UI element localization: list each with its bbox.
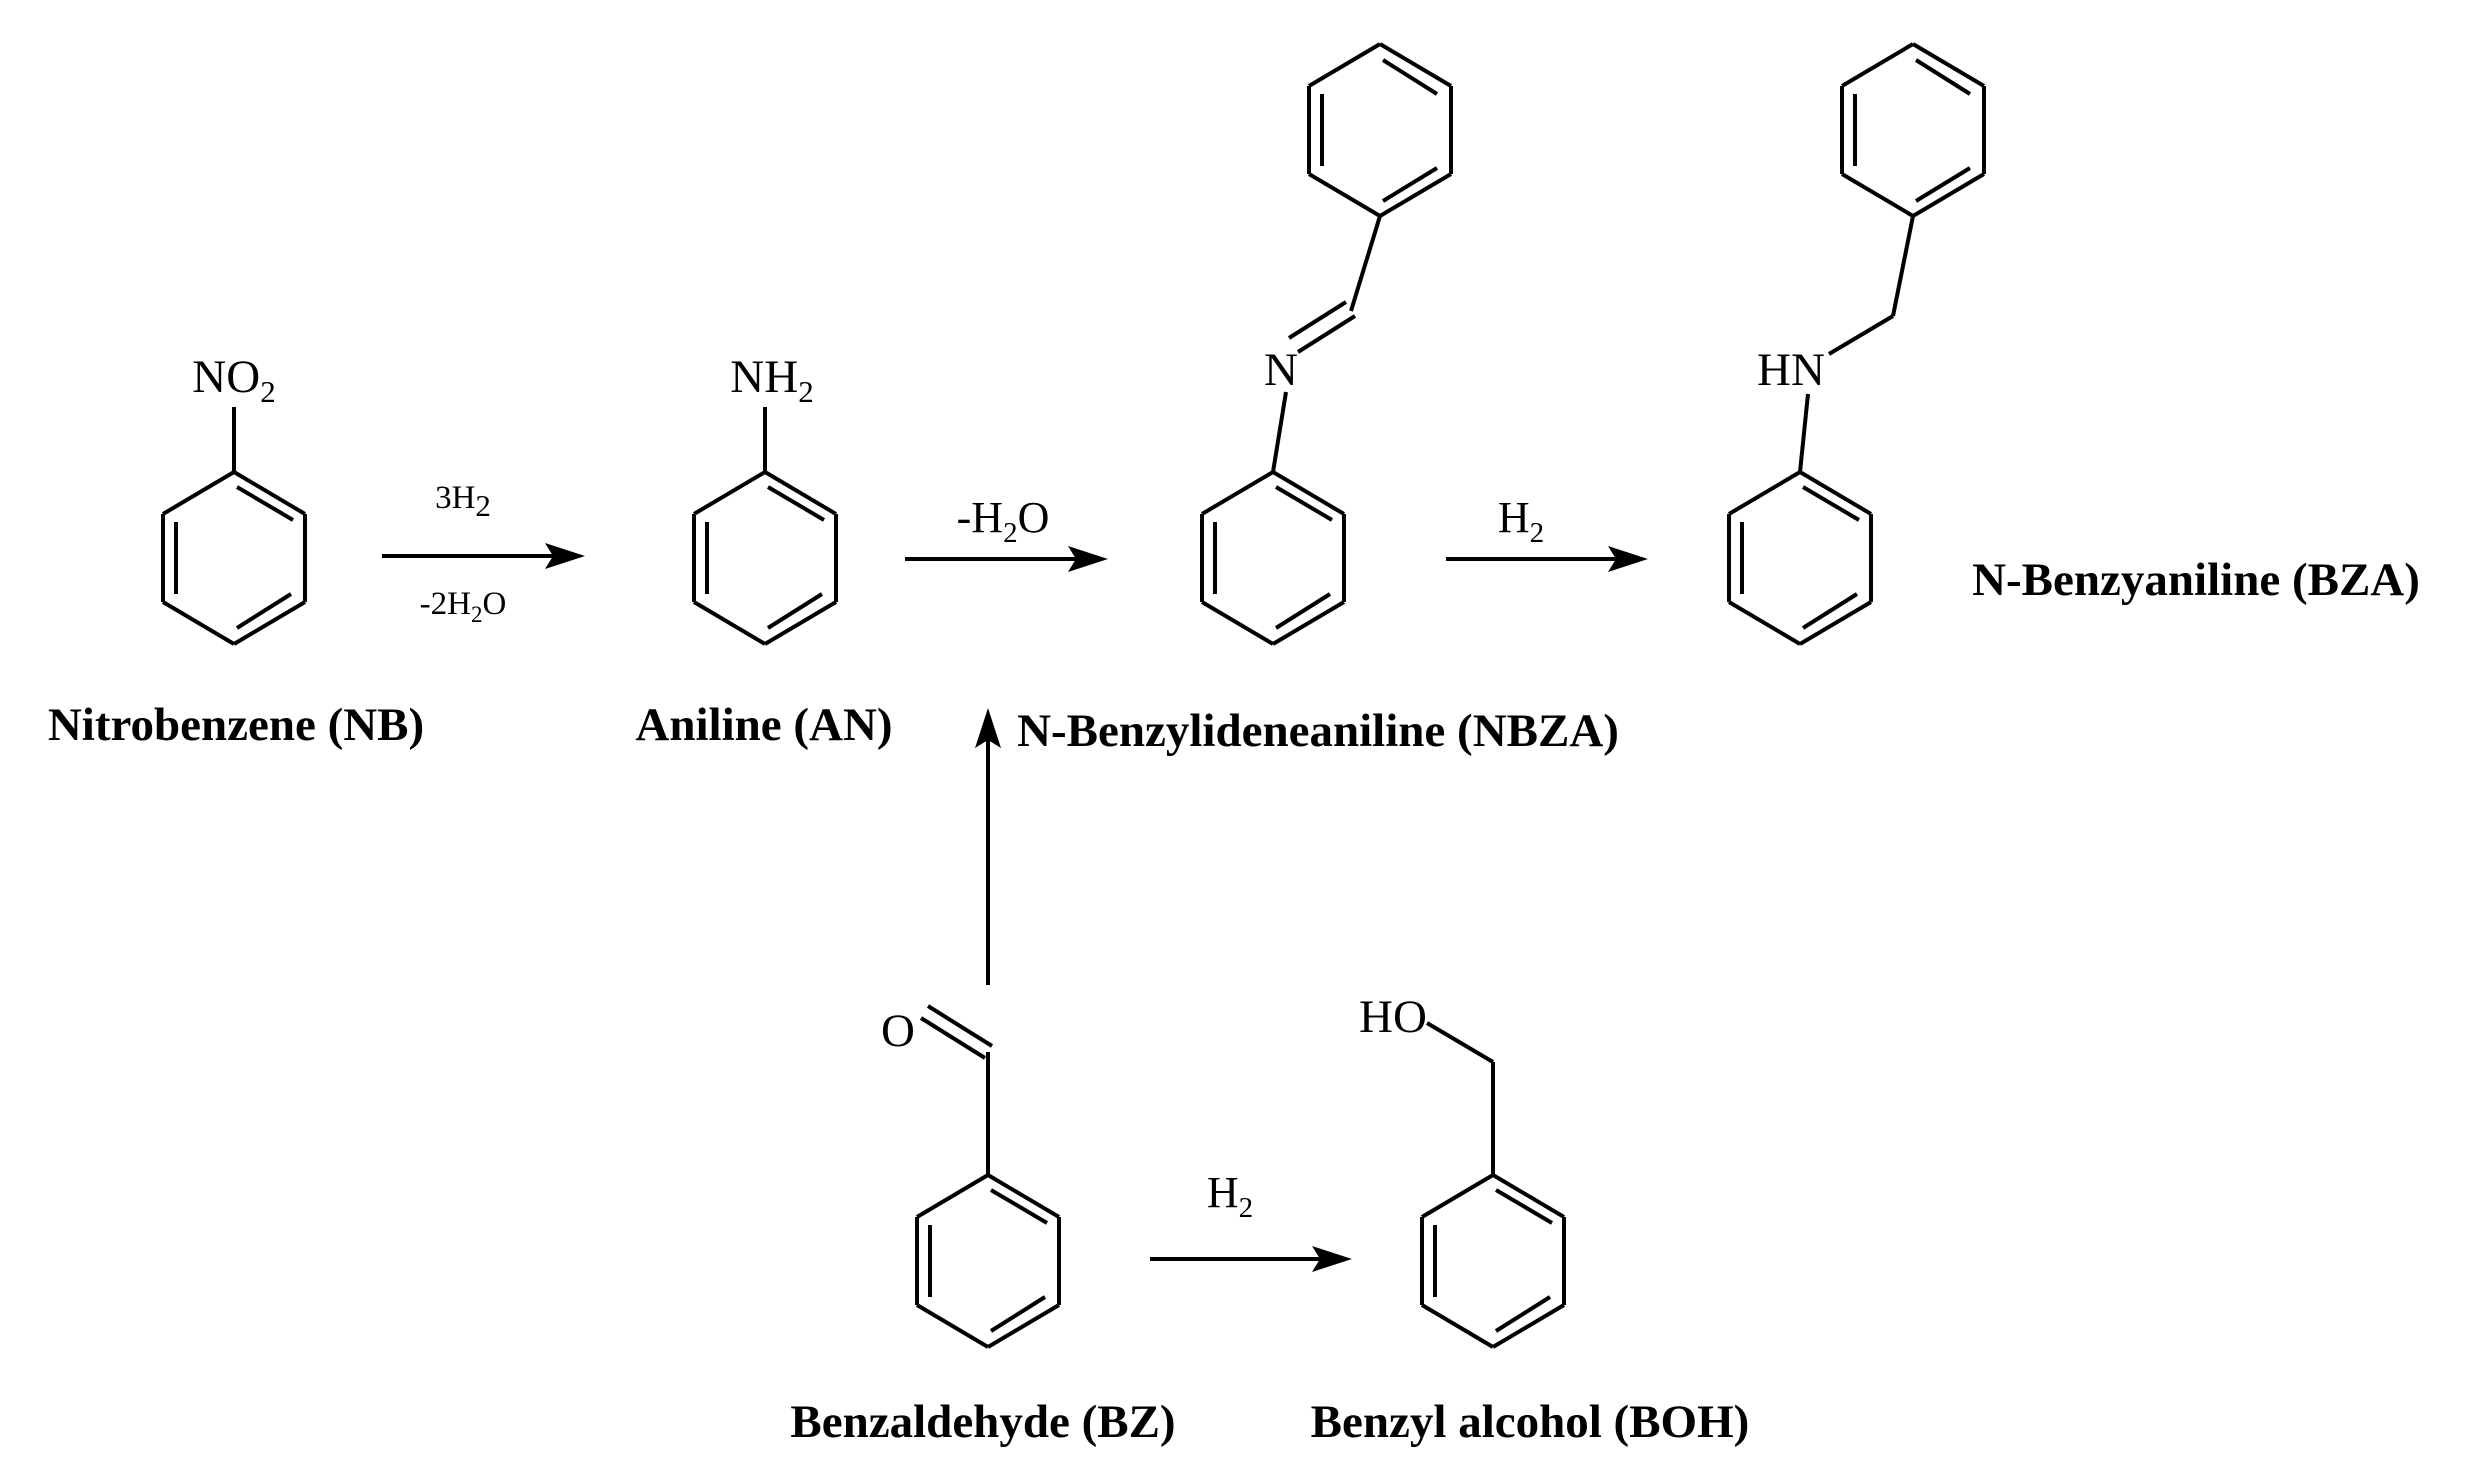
- arrow-nbza-to-bza: [1446, 546, 1648, 572]
- carbonyl-o-label: O: [881, 1005, 915, 1057]
- n-ch2-bond: [1827, 314, 1895, 356]
- nitro-group-label: NO2: [192, 351, 275, 409]
- aniline-ring: [692, 470, 838, 646]
- arrow-nb-to-an: [382, 543, 585, 569]
- benzyl-alcohol-ring: [1420, 1173, 1566, 1349]
- bza-structure: HN: [1727, 42, 1986, 646]
- benzyl-alcohol-label: Benzyl alcohol (BOH): [1311, 1396, 1750, 1448]
- carbonyl-double-bond: [919, 1004, 994, 1060]
- amine-hn-label: HN: [1757, 344, 1825, 396]
- benzaldehyde-structure: O: [881, 1004, 1061, 1349]
- reagent-h2-hydrogenation: H2: [1498, 493, 1544, 549]
- aniline-label: Aniline (AN): [635, 699, 892, 751]
- benzaldehyde-ring: [915, 1173, 1061, 1349]
- aniline-structure: NH2: [692, 351, 838, 646]
- benzylidene-bond: [1349, 215, 1382, 312]
- bza-benzyl-ring: [1840, 42, 1986, 218]
- imine-double-bond: [1287, 300, 1357, 354]
- arrow-bz-to-boh: [1150, 1246, 1352, 1272]
- nitrobenzene-ring: [161, 470, 307, 646]
- nbza-structure: N: [1200, 42, 1453, 646]
- n-aryl-bond: [1271, 391, 1288, 473]
- nh-aryl-bond: [1798, 393, 1810, 473]
- nbza-label: N-Benzylideneaniline (NBZA): [1017, 705, 1619, 757]
- benzaldehyde-label: Benzaldehyde (BZ): [790, 1396, 1175, 1448]
- bza-label: N-Benzyaniline (BZA): [1972, 554, 2420, 606]
- imine-n-label: N: [1264, 344, 1298, 396]
- amine-group-label: NH2: [730, 351, 813, 409]
- nitrobenzene-label: Nitrobenzene (NB): [48, 699, 424, 751]
- byproduct-2h2o: -2H2O: [420, 586, 507, 627]
- o-ch2-bond: [1425, 1021, 1495, 1064]
- nitrobenzene-structure: NO2: [161, 351, 307, 646]
- reagent-3h2: 3H2: [435, 480, 491, 523]
- arrow-bz-to-condensation: [975, 708, 1001, 985]
- bza-aniline-ring: [1727, 470, 1873, 646]
- reagent-h2-reduction: H2: [1207, 1168, 1253, 1224]
- byproduct-h2o: -H2O: [957, 493, 1050, 549]
- nbza-benzylidene-ring: [1307, 42, 1453, 218]
- nbza-aniline-ring: [1200, 470, 1346, 646]
- hydroxyl-label: HO: [1359, 991, 1427, 1043]
- ch2-aryl-bond: [1891, 215, 1915, 317]
- arrow-an-to-nbza: [905, 546, 1108, 572]
- benzyl-alcohol-structure: HO: [1359, 991, 1566, 1349]
